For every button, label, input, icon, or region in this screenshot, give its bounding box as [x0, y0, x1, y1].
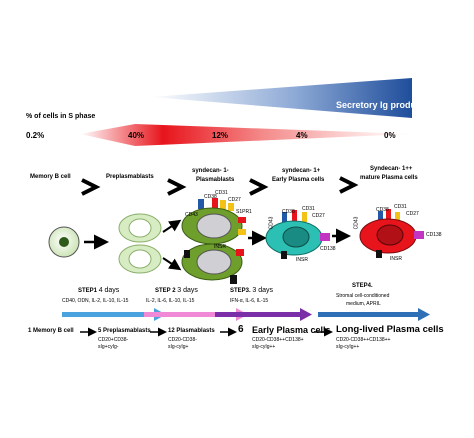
count-preplasma-ig: sIg+cyIg-	[98, 344, 119, 350]
count-long-lived: Long-lived Plasma cells	[336, 324, 444, 335]
step1-label: STEP1	[78, 288, 98, 294]
marker-cd38-early: CD38	[282, 209, 295, 215]
marker-cd138-early: CD138	[320, 246, 336, 252]
count-long-lived-ig: sIg-cyIg++	[336, 344, 360, 350]
memory-b-cell	[48, 226, 80, 258]
s-phase-value-5: 0%	[384, 131, 396, 140]
mature-plasma-cell	[359, 209, 424, 258]
marker-insr-early: INSR	[296, 257, 308, 263]
step2-label: STEP 2	[155, 288, 176, 294]
preplasmablast-cells	[118, 213, 162, 274]
marker-cd38-pb: CD38	[204, 194, 217, 200]
count-plasmablast: 12 Plasmablasts	[168, 328, 215, 334]
marker-cd27-pb: CD27	[228, 197, 241, 203]
marker-cd138-mature: CD138	[426, 232, 442, 238]
marker-cd27-mature: CD27	[406, 211, 419, 217]
step3-detail: IFN-α, IL-6, IL-15	[230, 298, 269, 304]
step4-label: STEP4.	[352, 283, 373, 289]
stage-early-label-1: syndecan- 1+	[282, 168, 321, 174]
count-preplasma-markers: CD20+CD38-	[98, 337, 129, 343]
step2-header: STEP 2 3 days	[155, 287, 198, 294]
s-phase-value-2: 40%	[128, 131, 145, 140]
count-early: Early Plasma cells	[252, 325, 331, 335]
s-phase-title: % of cells in S phase	[26, 113, 96, 120]
stage-preplasma-label: Preplasmablasts	[106, 174, 154, 180]
stage-arrows	[81, 176, 359, 196]
marker-cd31-mature: CD31	[394, 204, 407, 210]
early-plasma-cell	[265, 210, 330, 259]
marker-cd43-pb: CD43	[185, 212, 198, 218]
step1-detail: CD40, ODN, IL-2, IL-10, IL-15	[62, 298, 129, 304]
marker-cd27-early: CD27	[312, 213, 325, 219]
marker-insr-pb: INSR	[214, 244, 226, 250]
stage-plasmablast-label-2: Plasmablasts	[196, 177, 235, 183]
step-arrows	[62, 308, 430, 321]
marker-cd43-early: CD43	[268, 216, 275, 230]
count-early-markers: CD20-CD38++CD138+	[252, 337, 304, 343]
step4-detail-1: Stromal cell-conditioned	[336, 293, 390, 299]
count-memory: 1 Memory B cell	[28, 328, 74, 334]
count-plasmablast-markers: CD20-CD38-	[168, 337, 197, 343]
stage-mature-label-2: mature Plasma cells	[360, 175, 418, 181]
marker-s1pr1-pb: S1PR1	[236, 209, 252, 215]
step4-detail-2: medium, APRIL	[346, 301, 381, 307]
marker-cd38-mature: CD38	[376, 207, 389, 213]
step2-days: 3 days	[177, 287, 198, 294]
marker-cd31-early: CD31	[302, 206, 315, 212]
step3-label: STEP3.	[230, 288, 251, 294]
count-preplasma: 5 Preplasmablasts	[98, 328, 151, 334]
s-phase-value-4: 4%	[296, 131, 308, 140]
stage-plasmablast-label-1: syndecan- 1-	[192, 168, 229, 174]
step3-days: 3 days	[252, 287, 273, 294]
s-phase-gradient	[80, 124, 412, 146]
plasmablast-cells	[181, 198, 246, 284]
stage-mature-label-1: Syndecan- 1++	[370, 166, 413, 172]
marker-insr-mature: INSR	[390, 256, 402, 262]
step1-header: STEP1 4 days	[78, 287, 119, 294]
step3-header: STEP3. 3 days	[230, 287, 273, 294]
count-plasmablast-ig: sIg-cyIg+	[168, 344, 189, 350]
step1-days: 4 days	[98, 287, 120, 294]
marker-cd43-mature: CD43	[353, 216, 360, 230]
marker-cd31-pb: CD31	[215, 190, 228, 196]
secretory-ig-label: Secretory Ig production	[336, 100, 438, 110]
secretory-ig-wedge	[150, 78, 412, 118]
arrows-pre-to-plasmablast	[162, 219, 182, 271]
stage-early-label-2: Early Plasma cells	[272, 177, 325, 183]
count-early-number: 6	[238, 324, 244, 335]
step2-detail: IL-2, IL-6, IL-10, IL-15	[146, 298, 195, 304]
stage-memory-label: Memory B cell	[30, 174, 71, 180]
count-early-ig: sIg-cyIg++	[252, 344, 276, 350]
s-phase-value-1: 0.2%	[26, 131, 45, 140]
s-phase-value-3: 12%	[212, 131, 229, 140]
count-long-lived-markers: CD20-CD38++CD138++	[336, 337, 391, 343]
